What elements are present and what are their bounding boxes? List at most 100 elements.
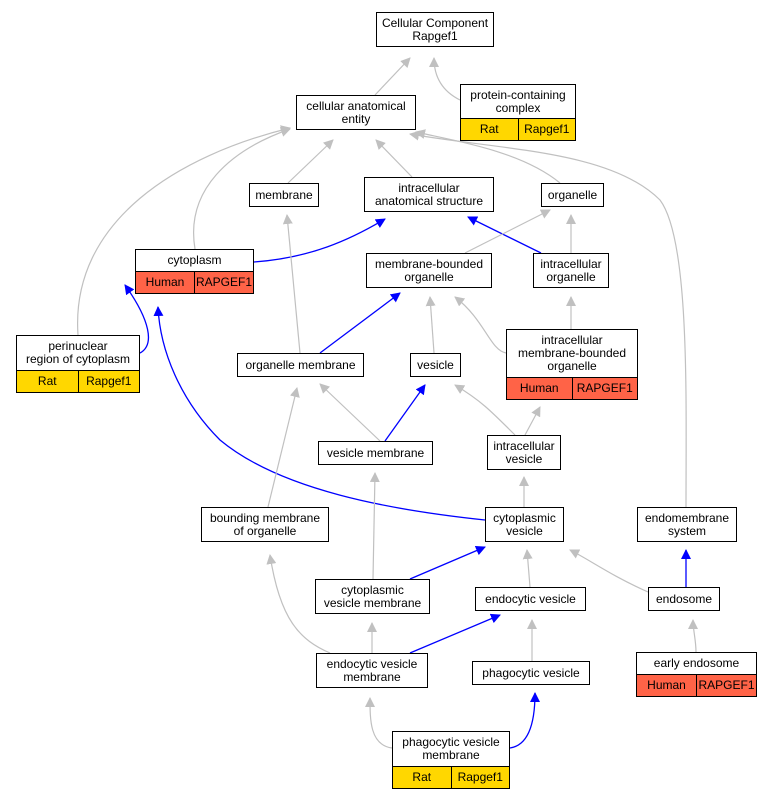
edge-cytoplasm-to-ias: [253, 218, 386, 263]
edge-es-to-cae: [409, 130, 687, 508]
node-label-line: intracellular: [541, 333, 603, 347]
edge-pvm-to-pv: [509, 692, 540, 749]
species-cell: Rat: [17, 371, 78, 392]
node-label-line: cytoplasmic: [493, 510, 556, 525]
node-label-line: membrane-bounded: [517, 346, 627, 360]
node-label: endosome: [649, 588, 719, 610]
gene-symbol-cell: RAPGEF1: [696, 675, 756, 696]
node-label-line: organelle: [547, 359, 597, 373]
edge-vm-to-vesicle: [384, 384, 426, 442]
species-cell: Rat: [393, 767, 451, 788]
node-label-line: endocytic vesicle: [485, 591, 576, 606]
node-pv[interactable]: phagocytic vesicle: [472, 661, 590, 685]
edge-organelle-to-cae: [415, 129, 561, 184]
node-membrane[interactable]: membrane: [249, 183, 319, 207]
node-label-line: protein-containing: [470, 87, 566, 102]
node-label-line: intracellular: [540, 256, 602, 271]
edge-ias-to-cae: [375, 139, 413, 178]
node-label-line: vesicle: [505, 451, 543, 466]
species-cell: Rat: [461, 119, 518, 140]
node-label: endocytic vesicle: [476, 588, 585, 610]
node-label-line: system: [667, 523, 706, 538]
node-label-line: early endosome: [653, 656, 740, 670]
node-label-line: membrane-bounded: [374, 256, 484, 271]
node-label-line: entity: [341, 111, 371, 126]
edge-ee-to-endosome: [688, 619, 699, 653]
edge-evm-to-ev: [409, 613, 501, 654]
node-ev[interactable]: endocytic vesicle: [475, 587, 586, 611]
node-label-line: region of cytoplasm: [25, 352, 131, 366]
node-label-line: vesicle membrane: [323, 595, 422, 610]
node-organelle[interactable]: organelle: [541, 183, 604, 207]
edge-cvm-to-vm: [369, 472, 380, 580]
node-vesicle[interactable]: vesicle: [410, 353, 461, 377]
edge-prc-to-cytoplasm: [124, 284, 150, 354]
edge-pvm-to-evm: [365, 697, 393, 749]
edge-vesicle-to-mbo: [425, 296, 436, 354]
gene-symbol-cell: Rapgef1: [517, 119, 575, 140]
node-label-line: membrane: [422, 748, 480, 762]
node-label-line: intracellular: [398, 180, 460, 195]
node-vm[interactable]: vesicle membrane: [318, 441, 433, 465]
edge-om-to-membrane: [282, 214, 301, 354]
node-label: membrane: [250, 184, 318, 206]
node-label-line: of organelle: [233, 523, 297, 538]
node-om[interactable]: organelle membrane: [237, 353, 364, 377]
edge-ev-to-cv: [522, 549, 533, 588]
edge-membrane-to-cae: [287, 139, 334, 184]
node-label-line: endosome: [655, 591, 713, 606]
edge-bmo-to-om: [267, 387, 300, 508]
edge-evm-to-bmo: [266, 554, 331, 654]
node-label: vesicle membrane: [319, 442, 432, 464]
node-label-line: membrane: [343, 669, 401, 684]
node-label: organelle membrane: [238, 354, 363, 376]
node-label-line: Cellular Component: [381, 15, 489, 30]
node-label-line: organelle: [404, 269, 454, 284]
edge-imbo-to-mbo: [454, 296, 507, 354]
node-label-line: endocytic vesicle: [326, 656, 418, 671]
edge-prc-to-cae: [77, 125, 291, 336]
node-label-line: complex: [495, 100, 541, 115]
node-endosome[interactable]: endosome: [648, 587, 720, 611]
node-label: cytoplasm: [136, 250, 253, 271]
node-label: organelle: [542, 184, 603, 206]
node-label-line: anatomical structure: [374, 193, 484, 208]
gene-symbol-cell: Rapgef1: [450, 767, 509, 788]
node-label-line: cytoplasm: [167, 253, 222, 267]
node-label: early endosome: [637, 653, 756, 674]
